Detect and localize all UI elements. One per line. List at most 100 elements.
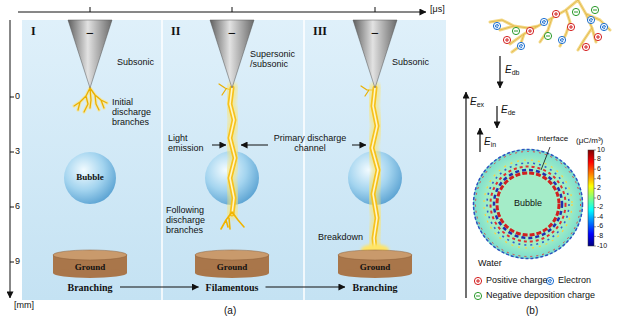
field-symbol: Edb — [505, 64, 519, 76]
leader-arrow — [241, 145, 268, 146]
discharge-channel — [372, 88, 378, 252]
colorbar-tick: 8 — [597, 155, 601, 163]
bubble-label: Bubble — [514, 199, 542, 209]
ground-electrode: Ground — [338, 250, 412, 278]
axis-tick: 9 — [15, 257, 20, 267]
charge-density-map — [541, 147, 550, 170]
discharge-channel — [230, 88, 235, 214]
field-arrow — [465, 92, 466, 298]
charge-symbol — [600, 23, 607, 30]
stage-background — [161, 20, 163, 300]
time-axis — [18, 7, 426, 12]
axis-unit: [μs] — [430, 5, 445, 15]
field-symbol: E — [470, 96, 477, 107]
time-axis — [232, 7, 233, 12]
time-axis — [90, 7, 91, 12]
charge-density-map — [491, 167, 566, 242]
field-arrow — [496, 106, 497, 128]
field-symbol: Eex — [470, 96, 484, 108]
mode-label: Filamentous — [206, 282, 259, 293]
annotation: Primary discharge channel — [270, 134, 350, 154]
charge-symbol — [587, 16, 594, 23]
stage-number: II — [171, 25, 180, 38]
bubble-label: Bubble — [76, 173, 104, 183]
colorbar-tick: 2 — [597, 184, 601, 192]
annotation: Subsonic — [117, 58, 154, 68]
charge-density-map — [494, 170, 562, 238]
depth-axis — [10, 207, 14, 208]
discharge-channel — [230, 88, 235, 214]
bubble-circle: Bubble — [498, 174, 558, 234]
legend-text: Negative deposition charge — [486, 291, 595, 301]
field-arrow — [499, 56, 500, 88]
annotation: Subsonic — [392, 58, 429, 68]
streamer-tree — [490, 0, 610, 52]
discharge-mode: Branching — [348, 281, 402, 294]
charge-symbol — [503, 36, 510, 43]
transition-arrow — [266, 286, 346, 287]
annotation: Interface — [537, 135, 568, 144]
charge-symbol — [526, 27, 533, 34]
charge-symbol — [572, 8, 579, 15]
streamer-tree — [490, 0, 610, 52]
charge-density-map — [476, 152, 581, 257]
stage-background — [304, 20, 446, 300]
leader-arrow — [352, 145, 366, 146]
stage-background — [162, 20, 304, 300]
discharge-channel — [221, 212, 244, 229]
stage-number: I — [31, 25, 36, 38]
discharge-mode: Filamentous — [202, 281, 263, 294]
field-subscript: in — [491, 141, 496, 148]
charge-density-map — [473, 149, 583, 259]
streamer-tree — [490, 0, 610, 52]
annotation: Light emission — [168, 134, 210, 154]
ground-electrode: Ground — [195, 250, 269, 278]
field-symbol: Ein — [484, 136, 496, 148]
axis-unit: [mm] — [14, 301, 34, 311]
discharge-mode: Branching — [63, 281, 117, 294]
needle-electrode: − — [68, 20, 112, 88]
needle-outline — [68, 20, 112, 88]
leader-arrow — [212, 145, 226, 146]
colorbar-tick: -4 — [597, 213, 603, 221]
charge-symbol — [591, 6, 598, 13]
ground-outline — [195, 250, 269, 260]
discharge-channel — [372, 88, 378, 252]
legend-symbol — [474, 277, 481, 284]
legend-text: Electron — [558, 276, 591, 286]
depth-axis — [10, 20, 14, 298]
needle-outline — [210, 20, 254, 88]
colorbar-tick: -2 — [597, 203, 603, 211]
field-arrow — [479, 128, 480, 152]
panel-tag: (b) — [526, 305, 538, 316]
time-axis — [375, 7, 376, 12]
leader-arrow — [212, 145, 366, 146]
charge-symbol — [558, 36, 565, 43]
colorbar-unit: (μC/m³) — [576, 137, 603, 146]
annotation: Breakdown — [318, 233, 363, 243]
bubble-circle: Bubble — [63, 151, 117, 205]
colorbar-tick: -6 — [597, 222, 603, 230]
panel-tag: (a) — [224, 305, 236, 316]
bubble-outline — [499, 175, 557, 233]
charge-symbol — [582, 43, 589, 50]
field-subscript: db — [512, 69, 520, 76]
initial-branches — [219, 84, 374, 96]
field-symbol: E — [484, 136, 491, 147]
color-bar — [594, 150, 596, 246]
charge-density-map — [473, 147, 583, 259]
colorbar-tick: 4 — [597, 174, 601, 182]
color-bar — [588, 150, 596, 246]
ground-electrode: Ground — [53, 250, 127, 278]
time-axis — [18, 12, 426, 13]
stage-background — [22, 20, 162, 300]
stage-background — [303, 20, 305, 300]
field-subscript: ex — [477, 101, 484, 108]
depth-axis — [10, 20, 11, 298]
initial-branches — [74, 88, 107, 112]
ground-label: Ground — [360, 263, 390, 273]
axis-tick: 0 — [15, 92, 20, 102]
annotation: Initial discharge branches — [112, 98, 160, 128]
mode-label: Branching — [352, 282, 397, 293]
color-bar — [588, 150, 594, 246]
